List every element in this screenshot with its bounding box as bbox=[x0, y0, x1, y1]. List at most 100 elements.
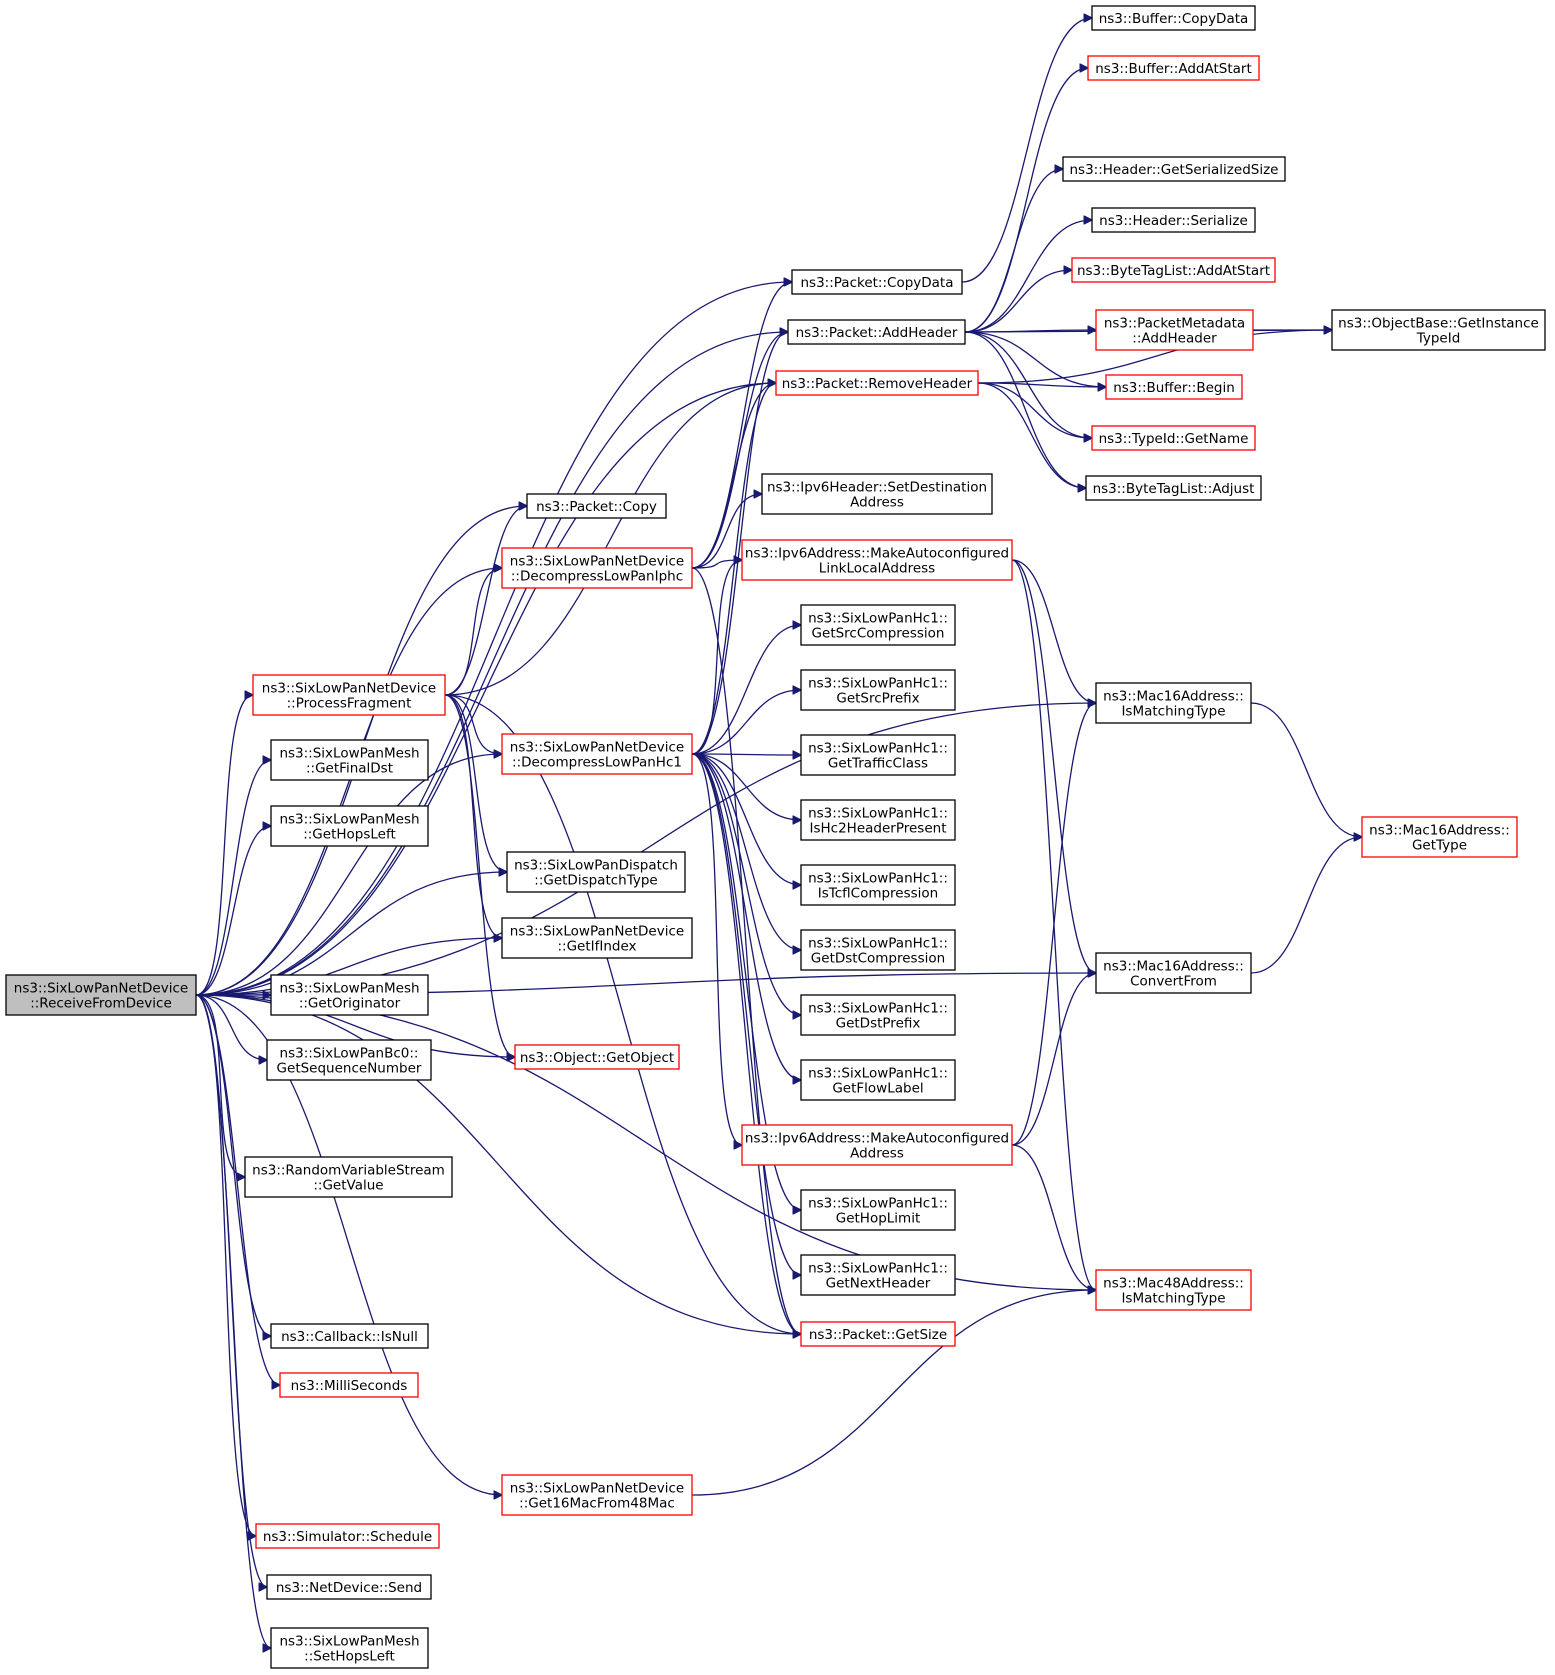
node-label-line: ns3::SixLowPanNetDevice bbox=[14, 981, 188, 997]
node-btladdatstart[interactable]: ns3::ByteTagList::AddAtStart bbox=[1071, 257, 1276, 283]
node-box bbox=[270, 1627, 429, 1669]
node-btladjust[interactable]: ns3::ByteTagList::Adjust bbox=[1085, 475, 1262, 501]
node-label-line: ns3::Mac16Address:: bbox=[1369, 823, 1510, 839]
node-addheader[interactable]: ns3::Packet::AddHeader bbox=[787, 319, 966, 345]
node-getvalue[interactable]: ns3::RandomVariableStream::GetValue bbox=[244, 1156, 453, 1198]
edge-hc1-to-mkll bbox=[691, 560, 742, 755]
edges-layer bbox=[195, 18, 1362, 1648]
node-label-line: ns3::Packet::CopyData bbox=[800, 275, 953, 291]
edge-addheader-to-btladjust bbox=[964, 331, 1086, 488]
node-mac16match[interactable]: ns3::Mac16Address::IsMatchingType bbox=[1095, 682, 1252, 724]
node-copy[interactable]: ns3::Packet::Copy bbox=[526, 493, 667, 519]
node-bufcopydata[interactable]: ns3::Buffer::CopyData bbox=[1091, 5, 1256, 31]
edge-receive-to-gethopsleft bbox=[195, 826, 271, 996]
edge-hc1-to-ishc2 bbox=[691, 753, 801, 820]
edge-mkll-to-mac16convert bbox=[1011, 559, 1096, 973]
node-istcfl[interactable]: ns3::SixLowPanHc1::IsTcflCompression bbox=[800, 864, 956, 906]
node-serialize[interactable]: ns3::Header::Serialize bbox=[1091, 207, 1256, 233]
node-mac16convert[interactable]: ns3::Mac16Address::ConvertFrom bbox=[1095, 952, 1252, 994]
node-nextheader[interactable]: ns3::SixLowPanHc1::GetNextHeader bbox=[800, 1254, 956, 1296]
node-box bbox=[270, 739, 429, 781]
node-dstcomp[interactable]: ns3::SixLowPanHc1::GetDstCompression bbox=[800, 929, 956, 971]
node-box bbox=[501, 733, 693, 775]
node-copydata[interactable]: ns3::Packet::CopyData bbox=[791, 269, 963, 295]
node-label-line: ns3::Ipv6Address::MakeAutoconfigured bbox=[745, 1131, 1009, 1147]
node-iphc[interactable]: ns3::SixLowPanNetDevice::DecompressLowPa… bbox=[501, 547, 693, 589]
node-box bbox=[506, 851, 686, 893]
node-mkll[interactable]: ns3::Ipv6Address::MakeAutoconfiguredLink… bbox=[741, 539, 1013, 581]
edge-receive-to-process bbox=[195, 695, 253, 996]
node-dstprefix[interactable]: ns3::SixLowPanHc1::GetDstPrefix bbox=[800, 994, 956, 1036]
node-hc1[interactable]: ns3::SixLowPanNetDevice::DecompressLowPa… bbox=[501, 733, 693, 775]
node-box bbox=[514, 1044, 680, 1070]
node-label-line: GetNextHeader bbox=[826, 1276, 931, 1292]
node-send[interactable]: ns3::NetDevice::Send bbox=[266, 1574, 432, 1600]
node-label-line: Address bbox=[850, 1146, 904, 1162]
node-box bbox=[800, 799, 956, 841]
node-mkaddr[interactable]: ns3::Ipv6Address::MakeAutoconfiguredAddr… bbox=[741, 1124, 1013, 1166]
node-getseq[interactable]: ns3::SixLowPanBc0::GetSequenceNumber bbox=[266, 1039, 432, 1081]
node-removeheader[interactable]: ns3::Packet::RemoveHeader bbox=[775, 370, 979, 396]
node-box bbox=[1091, 207, 1256, 233]
node-millis[interactable]: ns3::MilliSeconds bbox=[279, 1372, 419, 1398]
node-process[interactable]: ns3::SixLowPanNetDevice::ProcessFragment bbox=[252, 674, 446, 716]
node-traffic[interactable]: ns3::SixLowPanHc1::GetTrafficClass bbox=[800, 734, 956, 776]
node-receive[interactable]: ns3::SixLowPanNetDevice::ReceiveFromDevi… bbox=[5, 974, 197, 1016]
node-label-line: ns3::SixLowPanDispatch bbox=[514, 858, 678, 874]
node-getoriginator[interactable]: ns3::SixLowPanMesh::GetOriginator bbox=[270, 974, 429, 1016]
node-sethopsleft[interactable]: ns3::SixLowPanMesh::SetHopsLeft bbox=[270, 1627, 429, 1669]
edge-receive-to-getseq bbox=[195, 994, 267, 1060]
edge-hc1-to-dstprefix bbox=[691, 753, 801, 1015]
node-label-line: ns3::Packet::Copy bbox=[536, 499, 657, 515]
node-dispatch[interactable]: ns3::SixLowPanDispatch::GetDispatchType bbox=[506, 851, 686, 893]
node-label-line: IsMatchingType bbox=[1121, 704, 1225, 720]
node-label-line: ns3::Mac16Address:: bbox=[1103, 959, 1244, 975]
node-box bbox=[787, 319, 966, 345]
node-getfinaldst[interactable]: ns3::SixLowPanMesh::GetFinalDst bbox=[270, 739, 429, 781]
node-box bbox=[800, 1189, 956, 1231]
node-serialsize[interactable]: ns3::Header::GetSerializedSize bbox=[1062, 156, 1286, 182]
node-label-line: ns3::SixLowPanMesh bbox=[279, 812, 419, 828]
node-label-line: LinkLocalAddress bbox=[819, 561, 935, 577]
node-mac48match[interactable]: ns3::Mac48Address::IsMatchingType bbox=[1095, 1269, 1252, 1311]
node-typeidname[interactable]: ns3::TypeId::GetName bbox=[1091, 425, 1256, 451]
node-box bbox=[791, 269, 963, 295]
node-ishc2[interactable]: ns3::SixLowPanHc1::IsHc2HeaderPresent bbox=[800, 799, 956, 841]
node-flowlabel[interactable]: ns3::SixLowPanHc1::GetFlowLabel bbox=[800, 1059, 956, 1101]
node-box bbox=[800, 734, 956, 776]
node-getsize[interactable]: ns3::Packet::GetSize bbox=[800, 1321, 956, 1347]
node-bufbegin[interactable]: ns3::Buffer::Begin bbox=[1105, 374, 1243, 400]
node-box bbox=[775, 370, 979, 396]
node-bufaddatstart[interactable]: ns3::Buffer::AddAtStart bbox=[1087, 55, 1260, 81]
edge-process-to-iphc bbox=[444, 568, 502, 696]
node-srcprefix[interactable]: ns3::SixLowPanHc1::GetSrcPrefix bbox=[800, 669, 956, 711]
node-label-line: TypeId bbox=[1416, 331, 1461, 347]
node-getobject[interactable]: ns3::Object::GetObject bbox=[514, 1044, 680, 1070]
node-label-line: ns3::SixLowPanNetDevice bbox=[510, 924, 684, 940]
node-label-line: ns3::SixLowPanNetDevice bbox=[262, 681, 436, 697]
node-get16mac[interactable]: ns3::SixLowPanNetDevice::Get16MacFrom48M… bbox=[501, 1474, 693, 1516]
node-ifindex[interactable]: ns3::SixLowPanNetDevice::GetIfIndex bbox=[501, 917, 693, 959]
edge-receive-to-ifindex bbox=[195, 938, 502, 996]
edge-iphc-to-setdest bbox=[691, 494, 762, 569]
node-gethopsleft[interactable]: ns3::SixLowPanMesh::GetHopsLeft bbox=[270, 805, 429, 847]
node-label-line: ns3::SixLowPanBc0:: bbox=[280, 1046, 419, 1062]
node-box bbox=[800, 669, 956, 711]
node-box bbox=[1095, 952, 1252, 994]
node-isnull[interactable]: ns3::Callback::IsNull bbox=[270, 1323, 429, 1349]
edge-mkll-to-mac16match bbox=[1011, 559, 1096, 703]
node-box bbox=[501, 917, 693, 959]
node-pmaddheader[interactable]: ns3::PacketMetadata::AddHeader bbox=[1095, 309, 1254, 351]
node-mac16type[interactable]: ns3::Mac16Address::GetType bbox=[1361, 816, 1518, 858]
node-label-line: ns3::SixLowPanHc1:: bbox=[808, 1001, 948, 1017]
node-hoplimit[interactable]: ns3::SixLowPanHc1::GetHopLimit bbox=[800, 1189, 956, 1231]
node-label-line: ns3::SixLowPanHc1:: bbox=[808, 1066, 948, 1082]
node-schedule[interactable]: ns3::Simulator::Schedule bbox=[255, 1523, 440, 1549]
node-srccomp[interactable]: ns3::SixLowPanHc1::GetSrcCompression bbox=[800, 604, 956, 646]
node-box bbox=[270, 805, 429, 847]
node-box bbox=[5, 974, 197, 1016]
node-box bbox=[1085, 475, 1262, 501]
